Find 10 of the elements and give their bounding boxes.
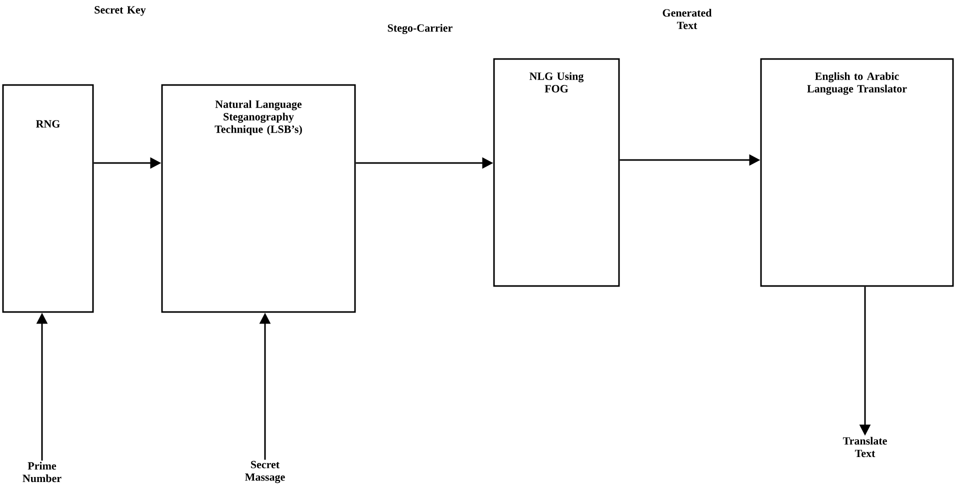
text-label: Secret Key: [94, 6, 146, 16]
box-label: NLG Using FOG: [530, 72, 584, 92]
text-label: Translate Text: [842, 436, 887, 458]
box-label: RNG: [36, 120, 60, 128]
box-label: English to Arabic Language Translator: [807, 72, 907, 95]
box-label: Natural Language Steganography Technique (LSB’s): [214, 100, 302, 136]
text-label: Prime Number: [22, 462, 62, 482]
text-label: Generated Text: [662, 8, 712, 30]
text-label: Secret Massage: [245, 460, 285, 484]
text-label: Stego-Carrier: [388, 24, 452, 34]
